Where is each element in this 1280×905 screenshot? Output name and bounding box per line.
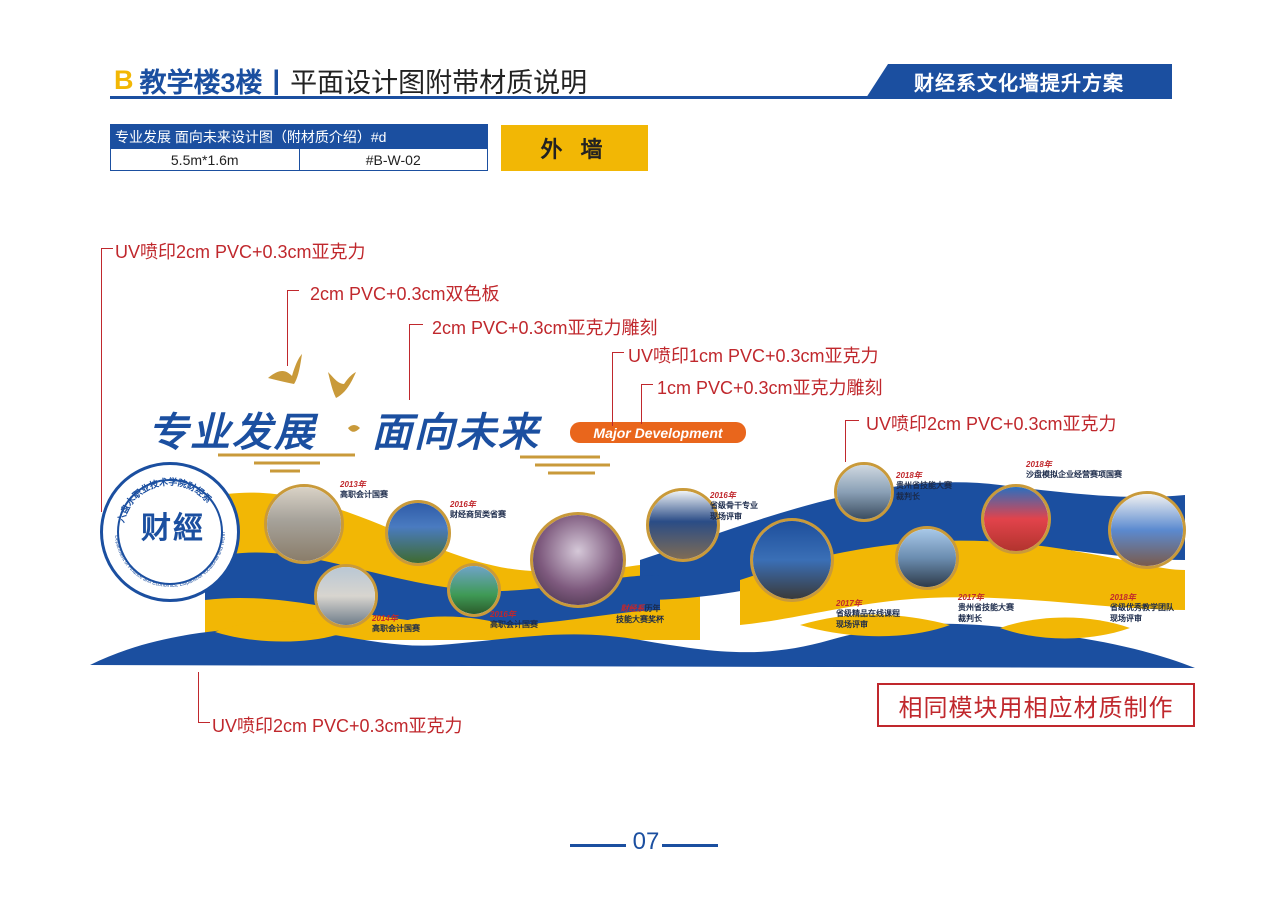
photo-2017-online [750,518,834,602]
bird-right [328,372,356,398]
project-banner: 财经系文化墙提升方案 [866,64,1172,98]
project-title: 财经系文化墙提升方案 [914,72,1124,95]
header-separator: | [272,64,281,95]
cloud-lines-right [520,455,610,475]
leader-4-v [612,352,613,426]
header-title: B 教学楼3楼 | 平面设计图附带材质说明 [114,62,587,98]
note-box: 相同模块用相应材质制作 [877,683,1195,727]
leader-1-v [101,248,102,512]
caption-2014: 2014年高职会计国赛 [372,614,420,634]
english-title: Major Development [593,424,723,441]
caption-2018-sandtable: 2018年沙盘模拟企业经营赛项国赛 [1026,460,1122,480]
bottom-wave-gold-2 [380,616,510,638]
callout-4: UV喷印1cm PVC+0.3cm亚克力 [628,346,879,366]
header-rule [110,96,1172,99]
header-subtitle: 平面设计图附带材质说明 [290,67,588,98]
building-label: 教学楼3楼 [139,67,263,98]
bird-small [348,425,360,432]
bottom-wave-gold-4 [1000,617,1130,639]
mural-title-b: 面向未来 [372,411,540,455]
info-size: 5.5m*1.6m [111,149,300,170]
photo-2016-accounting [447,563,501,617]
page-line-left [570,844,626,847]
photo-2016-trade [385,500,451,566]
logo-inner-ring [117,479,223,585]
department-logo: 六盘水职业技术学院财经系 Department of Finance and E… [100,462,240,602]
leader-6-h [845,420,859,421]
callout-2: 2cm PVC+0.3cm双色板 [310,284,500,304]
info-title: 专业发展 面向未来设计图（附材质介绍）#d [111,125,487,149]
photo-2014 [314,564,378,628]
callout-7: UV喷印2cm PVC+0.3cm亚克力 [212,716,463,736]
info-code: #B-W-02 [365,151,421,168]
leader-6-v [845,420,846,462]
bottom-wave-gold-3 [800,614,950,637]
page-number: 07 [632,828,660,855]
orange-wave-right [740,540,1185,625]
leader-3-v [409,324,410,400]
photo-2018-team [1108,491,1186,569]
callout-3: 2cm PVC+0.3cm亚克力雕刻 [432,318,658,338]
cloud-lines-left [218,453,355,473]
caption-2016-trade: 2016年财经商贸类省赛 [450,500,506,520]
leader-7-v [198,672,199,722]
leader-5-v [641,384,642,424]
english-pill: Major Development [570,422,746,443]
logo-mark: 财經 [141,512,205,545]
callout-6: UV喷印2cm PVC+0.3cm亚克力 [866,414,1117,434]
section-letter: B [114,64,134,95]
wall-tag-label: 外 墙 [540,137,609,162]
leader-1-h [101,248,113,249]
caption-2017-online: 2017年省级精品在线课程 现场评审 [836,598,900,629]
leader-2-h [287,290,299,291]
bottom-wave-blue [90,623,1195,668]
page-line-right [662,844,718,847]
caption-2018-judge: 2018年贵州省技能大赛 裁判长 [896,470,952,501]
bird-left [268,354,302,384]
leader-7-h [198,722,210,723]
info-table: 专业发展 面向未来设计图（附材质介绍）#d 5.5m*1.6m #B-W-02 [110,124,488,171]
photo-trophies [530,512,626,608]
leader-5-h [641,384,653,385]
photo-2018-sandtable [981,484,1051,554]
note-text: 相同模块用相应材质制作 [898,694,1174,722]
photo-2018-judge [834,462,894,522]
callout-5: 1cm PVC+0.3cm亚克力雕刻 [657,378,883,398]
caption-2017-judge: 2017年贵州省技能大赛 裁判长 [958,592,1014,623]
bottom-wave-gold-1 [215,621,350,642]
caption-2018-team: 2018年省级优秀教学团队 现场评审 [1110,592,1174,623]
leader-4-h [612,352,624,353]
mural-title-a: 专业发展 [148,411,316,455]
photo-2017-judge [895,526,959,590]
photo-2016-core [646,488,720,562]
caption-2016-core: 2016年省级骨干专业 现场评审 [710,490,758,521]
photo-2013 [264,484,344,564]
leader-3-h [409,324,423,325]
caption-2013: 2013年高职会计国赛 [340,480,388,500]
caption-trophies: 财经系历年 技能大赛奖杯 [616,604,664,624]
wall-tag: 外 墙 [501,125,648,171]
caption-2016-accounting: 2016年高职会计国赛 [490,610,538,630]
leader-2-v [287,290,288,366]
callout-1: UV喷印2cm PVC+0.3cm亚克力 [115,242,366,262]
